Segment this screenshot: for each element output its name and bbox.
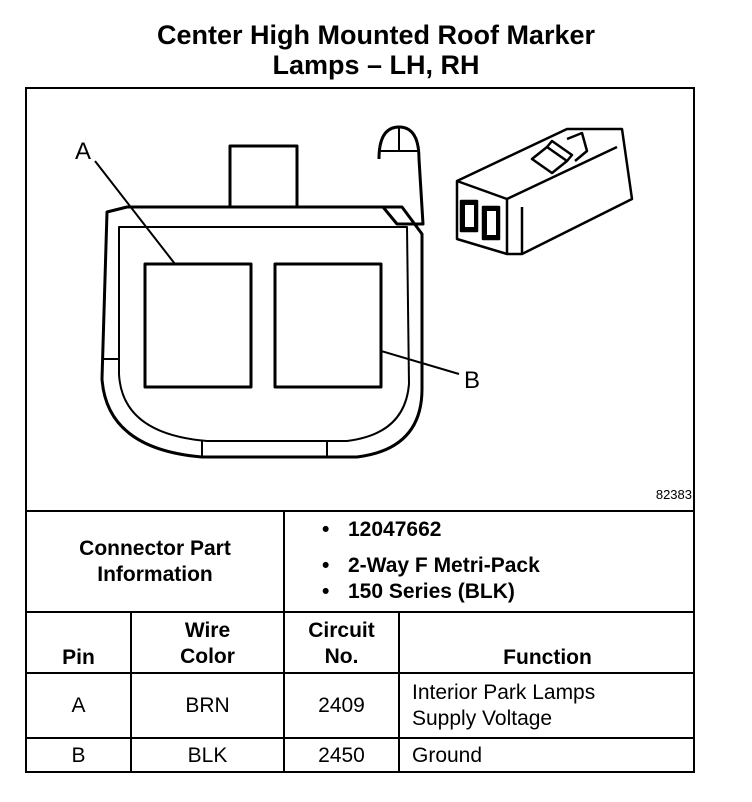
connector-info-label-line-2: Information: [97, 563, 213, 586]
row-a-pin: A: [71, 694, 86, 717]
row-a-wire-color: BRN: [185, 694, 230, 717]
table-col-divider-1: [283, 510, 285, 773]
connector-info-label: Connector Part Information: [27, 536, 283, 588]
label-a: A: [75, 138, 91, 165]
row-b-function: Ground: [412, 744, 483, 767]
page-title: Center High Mounted Roof Marker Lamps – …: [0, 20, 752, 80]
connector-iso-view: [455, 127, 634, 256]
figure-number: 82383: [655, 487, 692, 502]
row-a-function: Interior Park Lamps Supply Voltage: [412, 680, 692, 732]
header-wire-color-line-2: Color: [180, 645, 235, 668]
title-line-2: Lamps – LH, RH: [272, 50, 480, 80]
row-a-function-line-1: Interior Park Lamps: [412, 681, 596, 704]
connector-info-values: 12047662 2-Way F Metri-Pack 150 Series (…: [320, 517, 540, 605]
row-a-circuit: 2409: [318, 694, 365, 717]
header-function: Function: [503, 646, 592, 669]
table-col-divider-2: [398, 611, 400, 773]
table-divider-row-b: [25, 737, 695, 739]
connector-face-inner: [118, 226, 410, 442]
connector-description-line-1: 2-Way F Metri-Pack: [320, 553, 540, 579]
diagram-frame: [25, 87, 695, 773]
table-divider-header: [25, 611, 695, 613]
header-circuit-line-2: No.: [324, 645, 359, 668]
row-a-function-line-2: Supply Voltage: [412, 707, 553, 730]
connector-description-text: 150 Series (BLK): [348, 580, 515, 603]
connector-top-tab: [228, 144, 299, 209]
connector-face-outline: [100, 205, 424, 459]
row-b-wire-color: BLK: [187, 744, 228, 767]
table-divider-row-a: [25, 672, 695, 674]
header-pin: Pin: [62, 646, 95, 669]
row-b-pin: B: [71, 744, 86, 767]
header-wire-color: Wire Color: [132, 618, 283, 670]
connector-latch-post: [377, 125, 425, 226]
title-line-1: Center High Mounted Roof Marker: [156, 20, 595, 50]
part-number: 12047662: [320, 517, 540, 543]
header-circuit: Circuit No.: [285, 618, 398, 670]
connector-diagram: A B: [75, 125, 634, 459]
header-circuit-line-1: Circuit: [308, 619, 375, 642]
table-col-divider-0: [130, 611, 132, 773]
connector-description-line-2: 150 Series (BLK): [320, 579, 540, 605]
header-wire-color-line-1: Wire: [184, 619, 231, 642]
leader-b: [380, 350, 460, 375]
cavity-a: [143, 262, 253, 389]
row-b-circuit: 2450: [318, 744, 365, 767]
connector-info-label-line-1: Connector Part: [79, 537, 231, 560]
label-b: B: [464, 367, 480, 394]
cavity-b: [273, 262, 383, 389]
leader-a: [94, 160, 176, 265]
table-divider-top: [25, 510, 695, 512]
